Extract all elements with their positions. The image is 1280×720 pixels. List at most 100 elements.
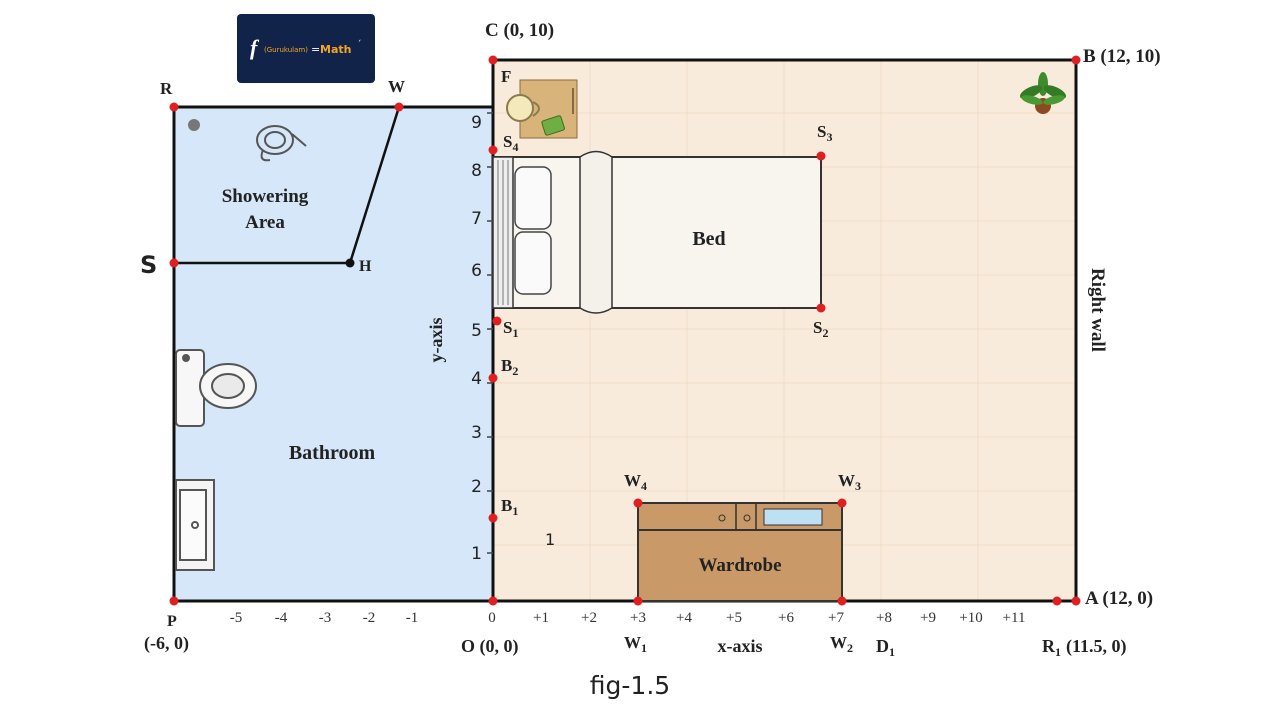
label-F: F <box>501 67 511 86</box>
x-tick-label-zero: 0 <box>488 610 496 626</box>
point-S1 <box>492 316 502 326</box>
point-W1 <box>633 596 643 606</box>
label-R: R <box>160 79 173 98</box>
label-C: C (0, 10) <box>485 20 554 41</box>
x-tick-label: -2 <box>363 610 376 626</box>
blanket-fold <box>579 150 613 314</box>
point-B <box>1071 55 1081 65</box>
label-W: W <box>388 77 405 96</box>
plant-icon <box>1019 72 1067 114</box>
label-S4: S4 <box>503 132 518 154</box>
y-tick-label: 2 <box>471 477 482 497</box>
coffee-mug-icon <box>506 94 540 122</box>
point-W4 <box>633 498 643 508</box>
point-W <box>394 102 404 112</box>
shower-head-icon <box>256 125 307 162</box>
logo-mark: f <box>250 35 260 60</box>
point-O <box>488 596 498 606</box>
label-showering-area: Area <box>245 212 285 233</box>
label-bed: Bed <box>692 228 725 250</box>
point-R <box>169 102 179 112</box>
label-W1: W1 <box>624 633 647 655</box>
point-W3 <box>837 498 847 508</box>
mirror-icon <box>763 508 823 526</box>
point-S4 <box>488 145 498 155</box>
label-wardrobe: Wardrobe <box>698 555 781 576</box>
bed <box>492 150 822 314</box>
label-W4: W4 <box>624 471 647 493</box>
y-tick-label: 4 <box>471 369 482 389</box>
x-tick-label: -1 <box>406 610 419 626</box>
label-W2: W2 <box>830 633 853 655</box>
point-P <box>169 596 179 606</box>
sink-icon <box>175 479 215 571</box>
desk <box>506 79 578 139</box>
label-showering: Showering <box>222 186 309 207</box>
logo-paren-text: (Gurukulam) <box>264 46 308 54</box>
x-tick-label: +4 <box>676 610 692 626</box>
label-H: H <box>359 258 372 275</box>
inner-label: 1 <box>545 530 555 549</box>
label-S3: S3 <box>817 122 832 144</box>
figure-caption: fig-1.5 <box>590 671 670 700</box>
label-S: S <box>140 251 157 279</box>
label-W3: W3 <box>838 471 861 493</box>
wardrobe <box>637 502 843 602</box>
x-tick-label: +9 <box>920 610 936 626</box>
x-tick-label: +8 <box>876 610 892 626</box>
point-S <box>169 258 179 268</box>
point-B2 <box>488 373 498 383</box>
logo-equals: = <box>311 43 320 56</box>
label-B1: B1 <box>501 496 518 518</box>
logo-background <box>237 14 375 83</box>
x-tick-label: +10 <box>959 610 982 626</box>
x-tick-label: -4 <box>275 610 288 626</box>
point-C <box>488 55 498 65</box>
toilet-icon <box>175 349 257 427</box>
label-right-wall: Right wall <box>1087 268 1108 352</box>
y-tick-label: 1 <box>471 544 482 564</box>
label-R1: R1(11.5, 0) <box>1042 636 1127 659</box>
x-tick-label: +5 <box>726 610 742 626</box>
point-H <box>345 258 355 268</box>
point-W2 <box>837 596 847 606</box>
y-tick-label: 8 <box>471 161 482 181</box>
logo-tick: ´ <box>357 39 362 50</box>
x-tick-label: +11 <box>1003 610 1026 626</box>
bathroom-area <box>174 107 493 601</box>
point-S3 <box>816 151 826 161</box>
bedroom-wall <box>491 58 1078 601</box>
label-P-coord: (-6, 0) <box>144 633 189 654</box>
wardrobe-knob <box>718 514 726 522</box>
point-A <box>1071 596 1081 606</box>
point-S2 <box>816 303 826 313</box>
label-x-axis: x-axis <box>718 636 763 656</box>
label-O: O (0, 0) <box>461 636 519 657</box>
label-B2: B2 <box>501 356 518 378</box>
y-tick-label: 6 <box>471 261 482 281</box>
y-tick-label: 9 <box>471 113 482 133</box>
points <box>169 55 1081 606</box>
label-P: P <box>167 613 177 630</box>
x-tick-label: +2 <box>581 610 597 626</box>
label-y-axis: y-axis <box>426 318 446 363</box>
y-tick-label: 5 <box>471 321 482 341</box>
label-A: A (12, 0) <box>1085 588 1153 609</box>
logo-brand: Math <box>320 43 351 56</box>
wardrobe-knob <box>743 514 751 522</box>
x-tick-label: +7 <box>828 610 844 626</box>
x-tick-label: +3 <box>630 610 646 626</box>
headboard-slats <box>497 160 509 305</box>
y-tick-label: 3 <box>471 423 482 443</box>
logo: f (Gurukulam) = Math ´ <box>237 14 375 83</box>
y-axis-ticks <box>487 112 493 554</box>
label-S2: S2 <box>813 318 828 340</box>
label-S1: S1 <box>503 318 518 340</box>
label-bathroom: Bathroom <box>289 442 376 464</box>
label-D1: D1 <box>876 636 895 659</box>
book-icon <box>541 115 565 136</box>
drain-icon <box>188 119 200 131</box>
x-tick-label: +6 <box>778 610 794 626</box>
